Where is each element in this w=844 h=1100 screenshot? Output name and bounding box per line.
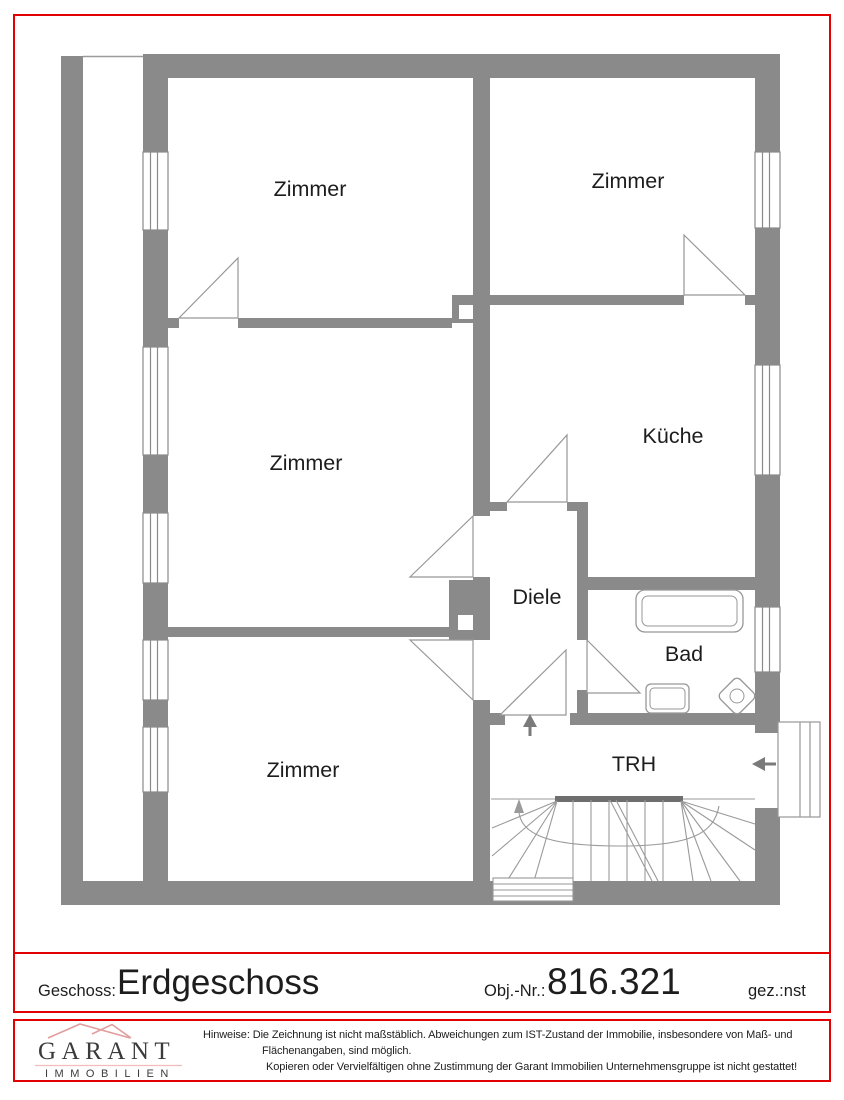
walls (61, 54, 780, 905)
door-swing (408, 514, 474, 578)
stair-break-line (615, 799, 659, 882)
stair-landing-edge (555, 796, 683, 802)
window (142, 346, 169, 456)
title-border-frame (13, 952, 831, 1013)
room-label-zimmer-middle: Zimmer (270, 451, 343, 475)
logo-roof-icon (91, 1023, 132, 1039)
floor-value: Erdgeschoss (117, 963, 320, 1002)
door-swing (683, 233, 747, 296)
wall (143, 54, 780, 78)
wall (143, 455, 168, 513)
wall (61, 56, 83, 905)
logo-roof-icon (47, 1023, 131, 1039)
wall (143, 230, 168, 347)
wall (143, 700, 168, 727)
windows (142, 151, 781, 793)
wall (473, 700, 490, 881)
wall (755, 54, 780, 152)
floor-label: Geschoss: (38, 982, 116, 1000)
room-labels: Zimmer Zimmer Zimmer Küche Diele Bad Zim… (267, 169, 704, 782)
room-label-bad: Bad (665, 642, 703, 666)
wall (570, 713, 755, 725)
footer-border-frame (13, 1019, 831, 1082)
room-label-trh: TRH (612, 752, 656, 776)
entrance-vestibule (777, 721, 821, 818)
wall (143, 792, 168, 881)
wall (143, 583, 168, 640)
room-label-zimmer-top-left: Zimmer (274, 177, 347, 201)
door-swing (505, 433, 568, 503)
walking-line (518, 805, 720, 847)
door-swing (498, 648, 567, 716)
wall (473, 577, 490, 640)
wall (143, 56, 168, 152)
door-swing (586, 638, 642, 694)
door-swing (177, 256, 239, 319)
exterior-steps (492, 877, 574, 902)
wall (755, 672, 780, 733)
wall (755, 475, 780, 607)
wall (488, 502, 507, 511)
object-number-label: Obj.-Nr.: (484, 982, 546, 1000)
wall (755, 808, 780, 881)
window (142, 639, 169, 701)
wall (577, 690, 588, 725)
wall (168, 627, 449, 637)
notice-line-2: Flächenangaben, sind möglich. (262, 1045, 412, 1057)
room-label-zimmer-top-right: Zimmer (592, 169, 665, 193)
plan-border-frame (13, 14, 831, 954)
logo-name: GARANT (38, 1038, 175, 1065)
entrance-opening (755, 733, 780, 808)
wall (745, 295, 755, 305)
wall (238, 318, 452, 328)
wall (473, 713, 505, 725)
wall-notch (458, 615, 473, 630)
diele-entry-up-arrow-icon (523, 714, 537, 736)
wall (473, 78, 490, 516)
toilet (718, 677, 756, 715)
notice-line-1: Hinweise: Die Zeichnung ist nicht maßstä… (203, 1029, 793, 1041)
object-number-value: 816.321 (547, 961, 681, 1002)
window (142, 726, 169, 793)
window (754, 606, 781, 673)
window (754, 364, 781, 476)
wall (577, 502, 588, 640)
wall (588, 577, 755, 590)
wall-pillar (449, 580, 473, 640)
wall (490, 295, 684, 305)
stair-break-line (609, 799, 653, 882)
entrance-left-arrow-icon (752, 757, 776, 771)
logo-subtitle: IMMOBILIEN (45, 1068, 175, 1080)
room-label-zimmer-bottom: Zimmer (267, 758, 340, 782)
door-swings (177, 233, 747, 716)
stairs (491, 796, 756, 882)
wall (61, 881, 780, 905)
wall-notch (459, 305, 473, 319)
window (754, 151, 781, 229)
window (142, 512, 169, 584)
wall (755, 228, 780, 365)
door-swing (408, 639, 474, 702)
wall (168, 318, 179, 328)
drawn-by-label: gez.:nst (748, 982, 806, 1000)
room-label-diele: Diele (513, 585, 562, 609)
window (142, 151, 169, 231)
walking-line-arrow-icon (514, 799, 524, 813)
notice-line-3: Kopieren oder Vervielfältigen ohne Zusti… (266, 1061, 798, 1073)
room-label-kueche: Küche (643, 424, 704, 448)
garant-logo: GARANT IMMOBILIEN (35, 1023, 182, 1080)
bathtub (635, 589, 744, 633)
sink (645, 683, 690, 714)
